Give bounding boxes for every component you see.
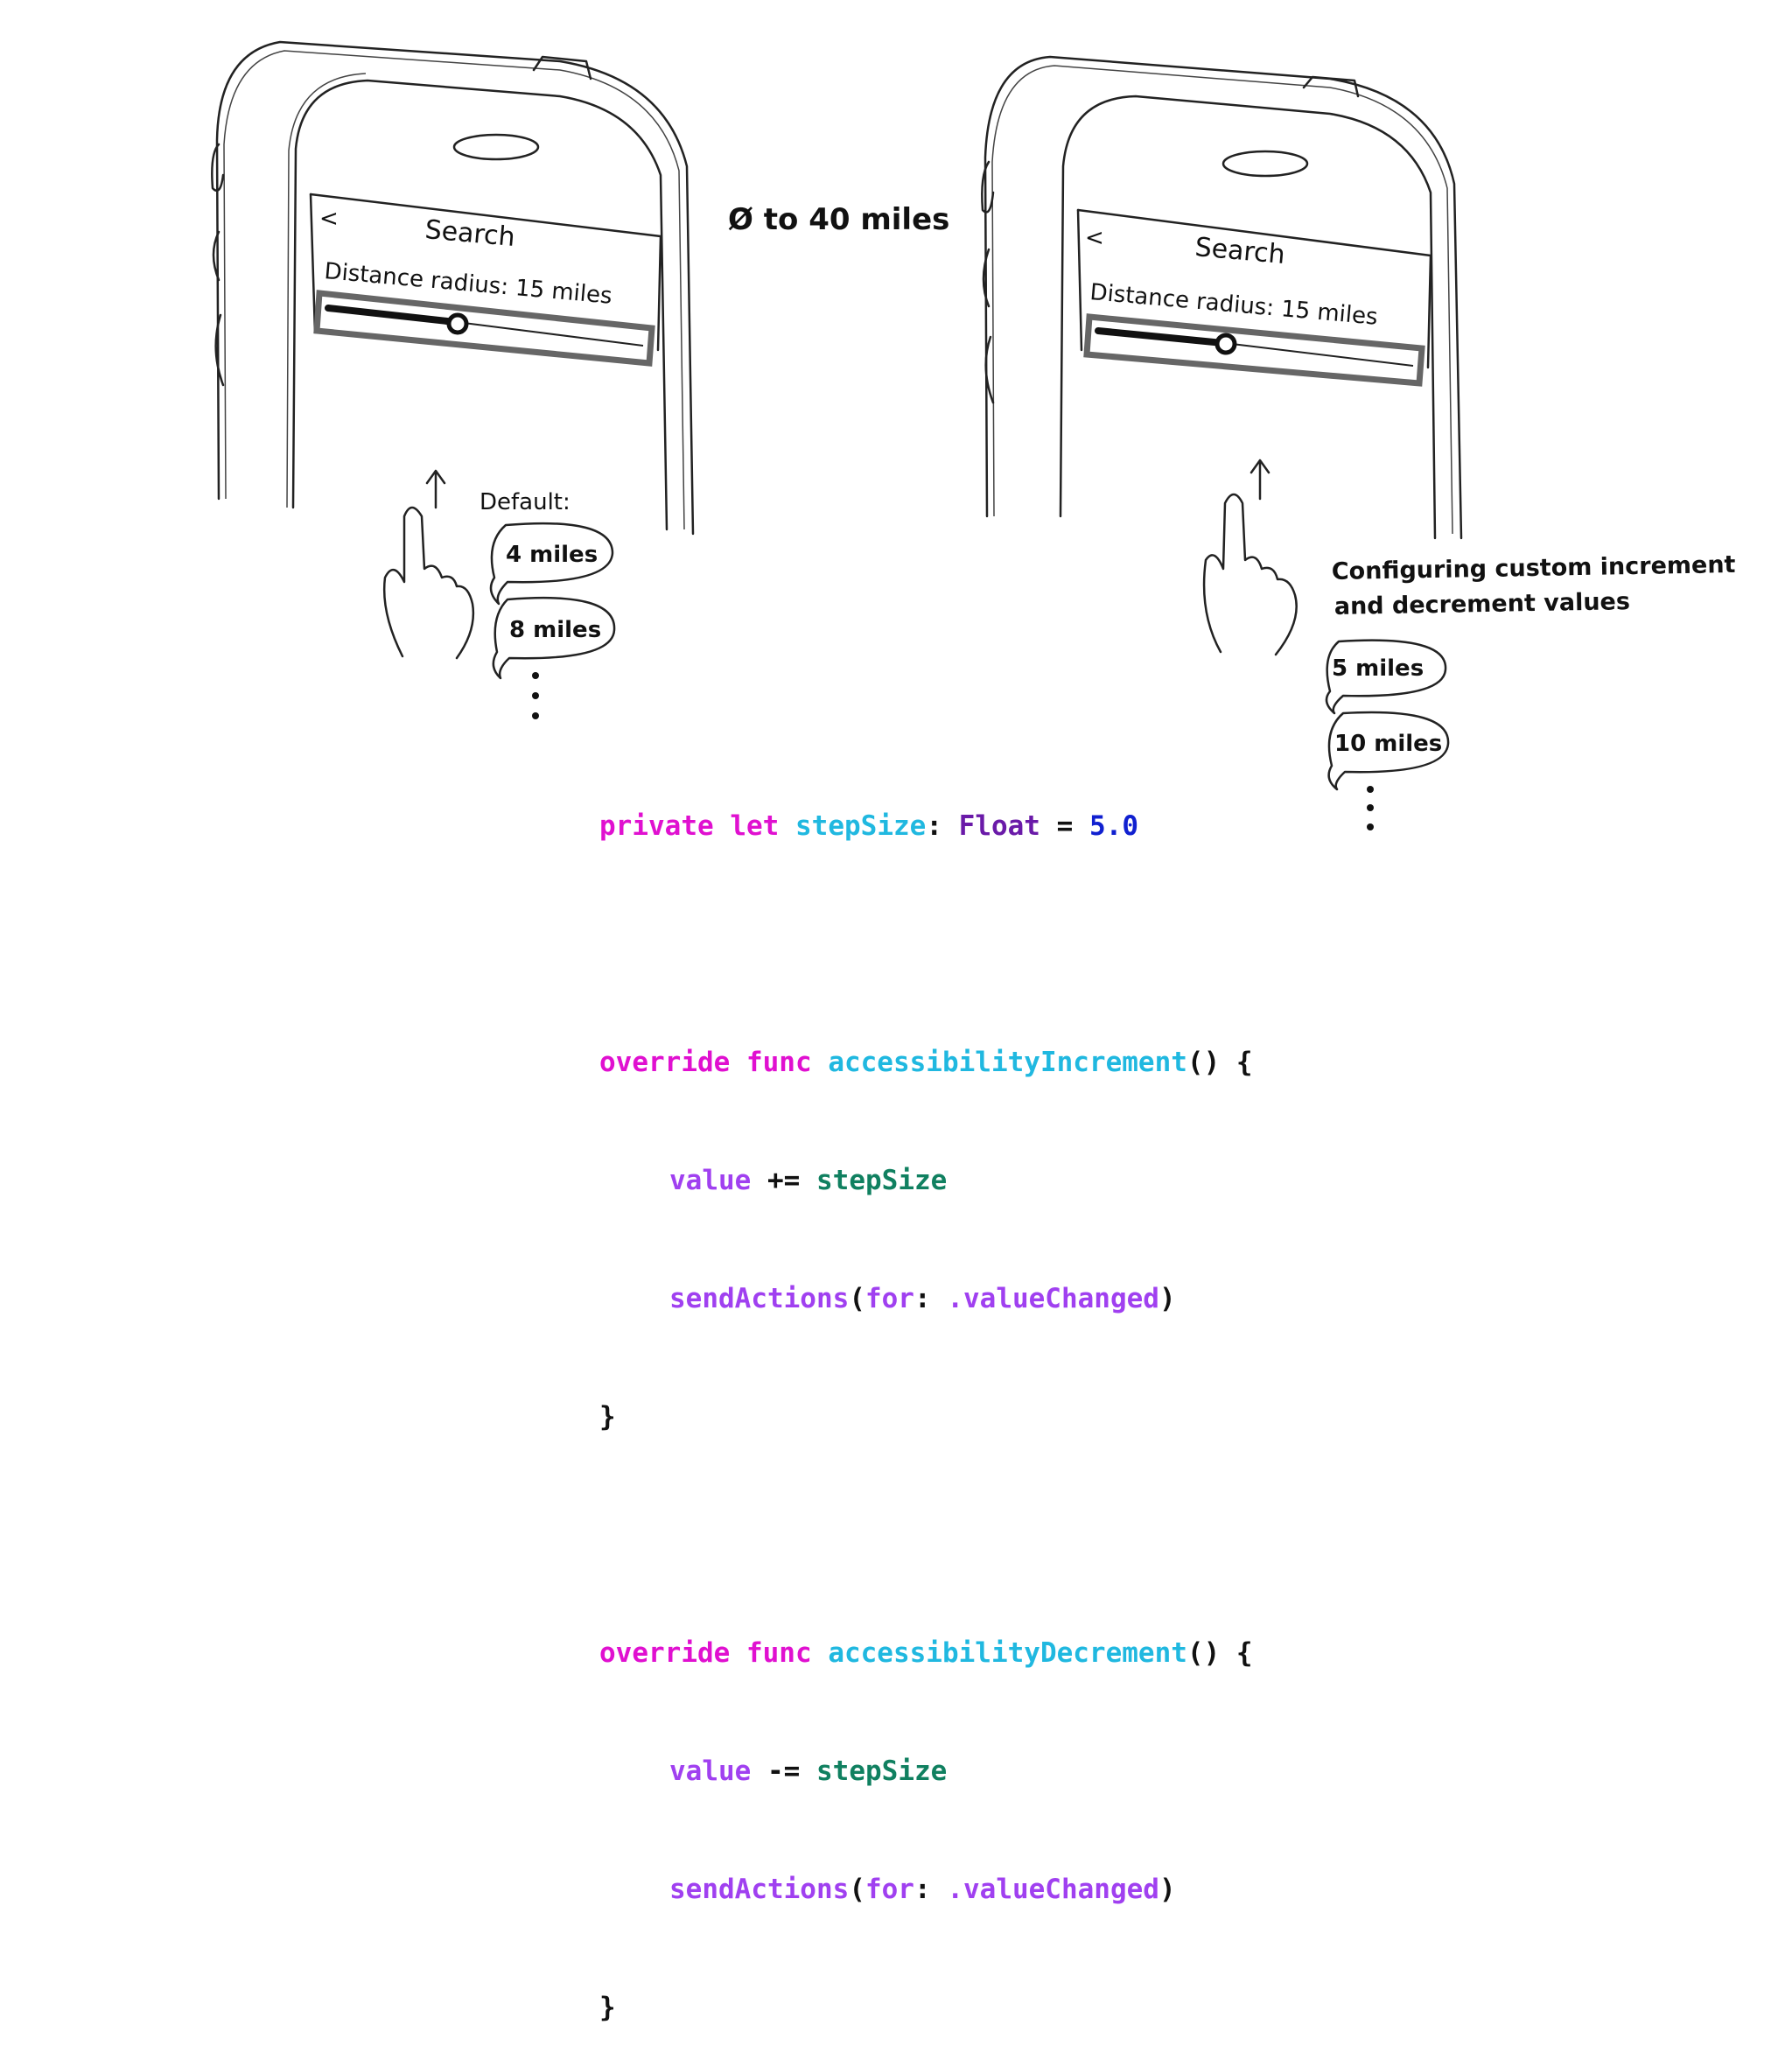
code-line-close-brace: }	[599, 1992, 616, 2023]
code-line-stepsize: private let stepSize: Float = 5.0	[599, 807, 1253, 846]
keyword: private	[599, 810, 714, 842]
range-note: Ø to 40 miles	[728, 202, 949, 237]
method-call: sendActions	[669, 1874, 850, 1905]
enum-member: .valueChanged	[947, 1283, 1159, 1314]
svg-text:10 miles: 10 miles	[1334, 731, 1442, 757]
method-call: sendActions	[669, 1283, 850, 1314]
punctuation: (	[849, 1283, 865, 1314]
code-line-decrement-body: value -= stepSize	[599, 1752, 1253, 1791]
speaker-icon	[452, 133, 540, 161]
slider-thumb[interactable]	[446, 312, 469, 335]
code-line-increment-send: sendActions(for: .valueChanged)	[599, 1279, 1253, 1319]
speaker-icon	[1222, 150, 1309, 178]
distance-slider[interactable]	[313, 290, 655, 367]
phone-right: < Search Distance radius: 15 miles Confi…	[981, 55, 1736, 830]
keyword: override	[599, 1637, 731, 1669]
back-button[interactable]: <	[319, 206, 339, 232]
announcement-bubble: 10 miles	[1327, 711, 1450, 791]
caption-line-2: and decrement values	[1334, 588, 1631, 620]
punctuation: () {	[1186, 1637, 1253, 1669]
variable: value	[669, 1165, 752, 1196]
code-line-close-brace: }	[599, 1401, 616, 1433]
phone-left: < Search Distance radius: 15 miles Defau…	[211, 40, 695, 719]
more-dots-icon	[532, 672, 539, 719]
variable: value	[669, 1755, 752, 1787]
type-name: Float	[958, 810, 1040, 842]
back-button[interactable]: <	[1085, 225, 1104, 251]
distance-slider[interactable]	[1083, 313, 1425, 387]
operator: +=	[767, 1165, 801, 1196]
code-snippet: private let stepSize: Float = 5.0 overri…	[599, 728, 1253, 2067]
caption-line-1: Configuring custom increment	[1332, 551, 1736, 585]
screen-title: Search	[1194, 232, 1286, 270]
finger-tap-icon	[1202, 459, 1298, 656]
punctuation: (	[849, 1874, 865, 1905]
code-line-increment-signature: override func accessibilityIncrement() {	[599, 1043, 1253, 1083]
punctuation: () {	[1186, 1047, 1253, 1078]
identifier: stepSize	[816, 1165, 948, 1196]
punctuation: :	[926, 810, 942, 842]
punctuation: )	[1158, 1283, 1176, 1314]
function-name: accessibilityIncrement	[828, 1047, 1187, 1078]
default-label: Default:	[480, 489, 570, 515]
svg-text:8 miles: 8 miles	[509, 617, 601, 643]
keyword: override	[599, 1047, 731, 1078]
more-dots-icon	[1367, 786, 1374, 830]
keyword: func	[746, 1047, 812, 1078]
identifier: stepSize	[816, 1755, 948, 1787]
operator: -=	[767, 1755, 801, 1787]
code-line-decrement-signature: override func accessibilityDecrement() {	[599, 1634, 1253, 1673]
code-line-increment-body: value += stepSize	[599, 1161, 1253, 1201]
screen-title: Search	[424, 214, 516, 253]
code-line-decrement-send: sendActions(for: .valueChanged)	[599, 1870, 1253, 1909]
keyword: let	[730, 810, 780, 842]
punctuation: :	[914, 1283, 931, 1314]
number-literal: 5.0	[1089, 810, 1138, 842]
svg-text:4 miles: 4 miles	[506, 542, 598, 568]
distance-label: Distance radius: 15 miles	[323, 258, 612, 310]
announcement-bubble: 8 miles	[492, 596, 616, 680]
punctuation: :	[914, 1874, 931, 1905]
announcement-bubble: 4 miles	[489, 522, 614, 606]
argument-label: for	[864, 1283, 914, 1314]
finger-tap-icon	[382, 469, 475, 660]
identifier: stepSize	[795, 810, 927, 842]
sketch-canvas: < Search Distance radius: 15 miles Defau…	[211, 40, 1736, 830]
function-name: accessibilityDecrement	[828, 1637, 1187, 1669]
punctuation: )	[1158, 1874, 1176, 1905]
announcement-bubble: 5 miles	[1325, 639, 1447, 715]
enum-member: .valueChanged	[947, 1874, 1159, 1905]
slider-thumb[interactable]	[1214, 333, 1237, 355]
operator: =	[1056, 810, 1074, 842]
svg-text:5 miles: 5 miles	[1332, 655, 1424, 682]
argument-label: for	[864, 1874, 914, 1905]
keyword: func	[746, 1637, 812, 1669]
